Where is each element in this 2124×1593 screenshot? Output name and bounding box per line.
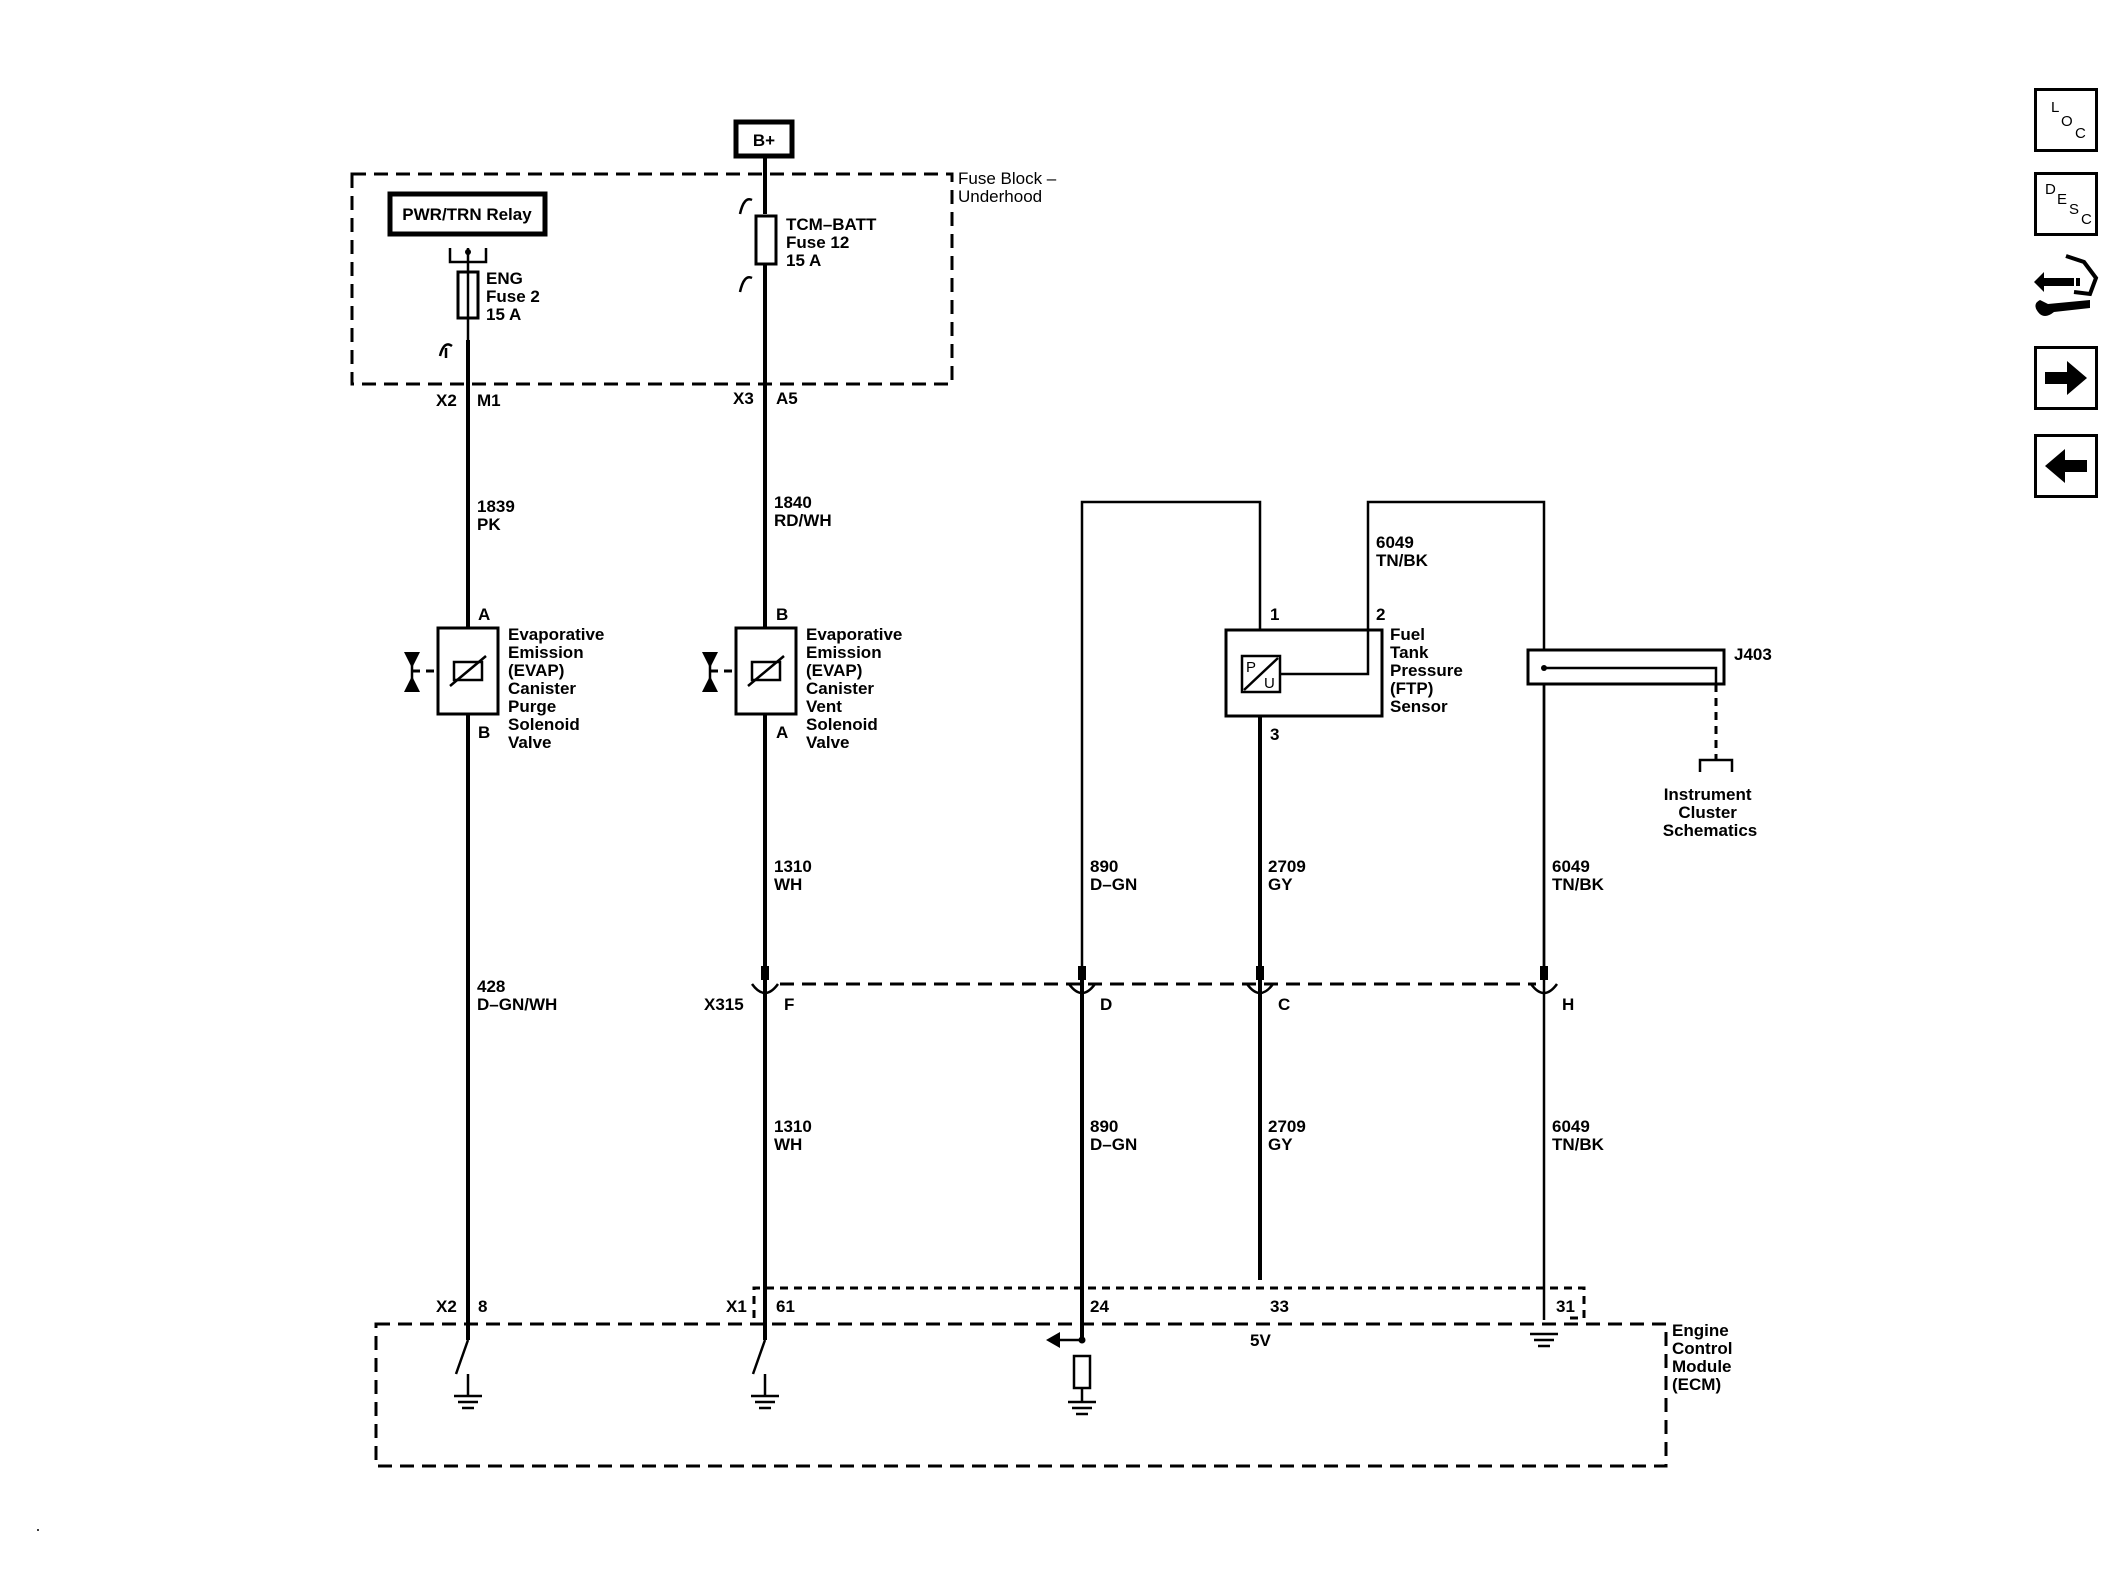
x315-pin-c: C bbox=[1278, 995, 1290, 1014]
ecm-boundary bbox=[374, 1322, 1668, 1468]
connector-x3: X3 bbox=[733, 389, 754, 408]
pwr-trn-relay-label: PWR/TRN Relay bbox=[402, 205, 532, 224]
fuse-block-label: Fuse Block – Underhood bbox=[958, 169, 1061, 206]
ftp-pin-3: 3 bbox=[1270, 725, 1279, 744]
tcm-fuse-icon bbox=[754, 214, 778, 266]
eng-fuse-label: ENG Fuse 2 15 A bbox=[486, 269, 545, 324]
ecm-x1-connector-outline bbox=[752, 1286, 1586, 1320]
wire-6049-top-label: 6049 TN/BK bbox=[1376, 533, 1429, 570]
pin-a5: A5 bbox=[776, 389, 798, 408]
desc-letter-c: C bbox=[2081, 211, 2092, 228]
vent-pin-b: B bbox=[776, 605, 788, 624]
ftp-pin-1: 1 bbox=[1270, 605, 1279, 624]
connector-x2-top: X2 bbox=[436, 391, 457, 410]
wire-1310-top-label: 1310 WH bbox=[774, 857, 817, 894]
ecm-pin-24: 24 bbox=[1090, 1297, 1109, 1316]
previous-page-button[interactable] bbox=[2034, 434, 2098, 498]
wire-1839-label: 1839 PK bbox=[477, 497, 520, 534]
j403-label: J403 bbox=[1734, 645, 1772, 664]
connector-x1: X1 bbox=[726, 1297, 747, 1316]
tcm-fuse-label: TCM–BATT Fuse 12 15 A bbox=[786, 215, 881, 270]
connector-x2-bottom: X2 bbox=[436, 1297, 457, 1316]
purge-pin-a: A bbox=[478, 605, 490, 624]
ftp-signal-circuit bbox=[1046, 1332, 1096, 1416]
desc-letter-s: S bbox=[2069, 201, 2080, 218]
loc-letter-o: O bbox=[2061, 113, 2073, 130]
desc-letter-d: D bbox=[2045, 181, 2056, 198]
ecm-pin-61: 61 bbox=[776, 1297, 795, 1316]
five-volt-reference: 5V bbox=[1250, 1331, 1271, 1350]
location-button[interactable]: L O C bbox=[2034, 88, 2098, 152]
purge-solenoid-label: Evaporative Emission (EVAP) Canister Pur… bbox=[508, 625, 609, 752]
wire-6049-loop bbox=[1260, 500, 1546, 978]
arrow-left-icon bbox=[2045, 449, 2087, 483]
pwr-trn-relay-box bbox=[387, 191, 548, 237]
wire-1310-bot-label: 1310 WH bbox=[774, 1117, 817, 1154]
ecm-pin-31: 31 bbox=[1556, 1297, 1575, 1316]
ftp-glyph-u: U bbox=[1264, 675, 1275, 692]
description-button[interactable]: D E S C bbox=[2034, 172, 2098, 236]
x315-pin-f: F bbox=[784, 995, 794, 1014]
wire-1840-label: 1840 RD/WH bbox=[774, 493, 832, 530]
fuse-block-boundary bbox=[350, 172, 954, 386]
vent-solenoid-label: Evaporative Emission (EVAP) Canister Ven… bbox=[806, 625, 907, 752]
arrow-right-icon bbox=[2045, 361, 2087, 395]
loc-letter-l: L bbox=[2051, 99, 2060, 116]
wire-890-top-label: 890 D–GN bbox=[1090, 857, 1137, 894]
purge-pin-b: B bbox=[478, 723, 490, 742]
battery-positive-label: B+ bbox=[753, 131, 775, 150]
x315-pin-h: H bbox=[1562, 995, 1574, 1014]
purge-low-side-driver bbox=[454, 1339, 482, 1410]
ftp-glyph-p: P bbox=[1246, 659, 1256, 676]
x315-pins bbox=[750, 966, 1559, 995]
x315-pin-d: D bbox=[1100, 995, 1112, 1014]
vent-pin-a: A bbox=[776, 723, 788, 742]
loc-letter-c: C bbox=[2075, 125, 2086, 142]
pin-m1: M1 bbox=[477, 391, 501, 410]
wire-428-label: 428 D–GN/WH bbox=[477, 977, 557, 1014]
connector-x315: X315 bbox=[704, 995, 744, 1014]
tcm-fuse-column bbox=[738, 156, 778, 1340]
wire-6049-mid-label: 6049 TN/BK bbox=[1552, 857, 1605, 894]
next-page-button[interactable] bbox=[2034, 346, 2098, 410]
wire-6049-bot-label: 6049 TN/BK bbox=[1552, 1117, 1605, 1154]
ftp-pin-2: 2 bbox=[1376, 605, 1385, 624]
eng-fuse-column bbox=[438, 248, 488, 1340]
ecm-label: Engine Control Module (ECM) bbox=[1672, 1321, 1737, 1394]
purge-solenoid-symbol bbox=[404, 626, 500, 716]
instrument-cluster-link[interactable]: Instrument Cluster Schematics bbox=[1663, 785, 1758, 840]
wire-890-bot-label: 890 D–GN bbox=[1090, 1117, 1137, 1154]
connector-repair-icon[interactable] bbox=[2030, 250, 2102, 330]
wire-2709-bot-label: 2709 GY bbox=[1268, 1117, 1311, 1154]
wire-2709-top-label: 2709 GY bbox=[1268, 857, 1311, 894]
vent-low-side-driver bbox=[751, 1339, 779, 1410]
ecm-pin-33: 33 bbox=[1270, 1297, 1289, 1316]
desc-letter-e: E bbox=[2057, 191, 2068, 208]
vent-solenoid-symbol bbox=[702, 626, 798, 716]
wire-890-loop bbox=[1080, 500, 1262, 978]
ftp-sensor-label: Fuel Tank Pressure (FTP) Sensor bbox=[1390, 625, 1468, 716]
ecm-pin-8: 8 bbox=[478, 1297, 487, 1316]
ftp-ground-circuit bbox=[1530, 1332, 1558, 1348]
